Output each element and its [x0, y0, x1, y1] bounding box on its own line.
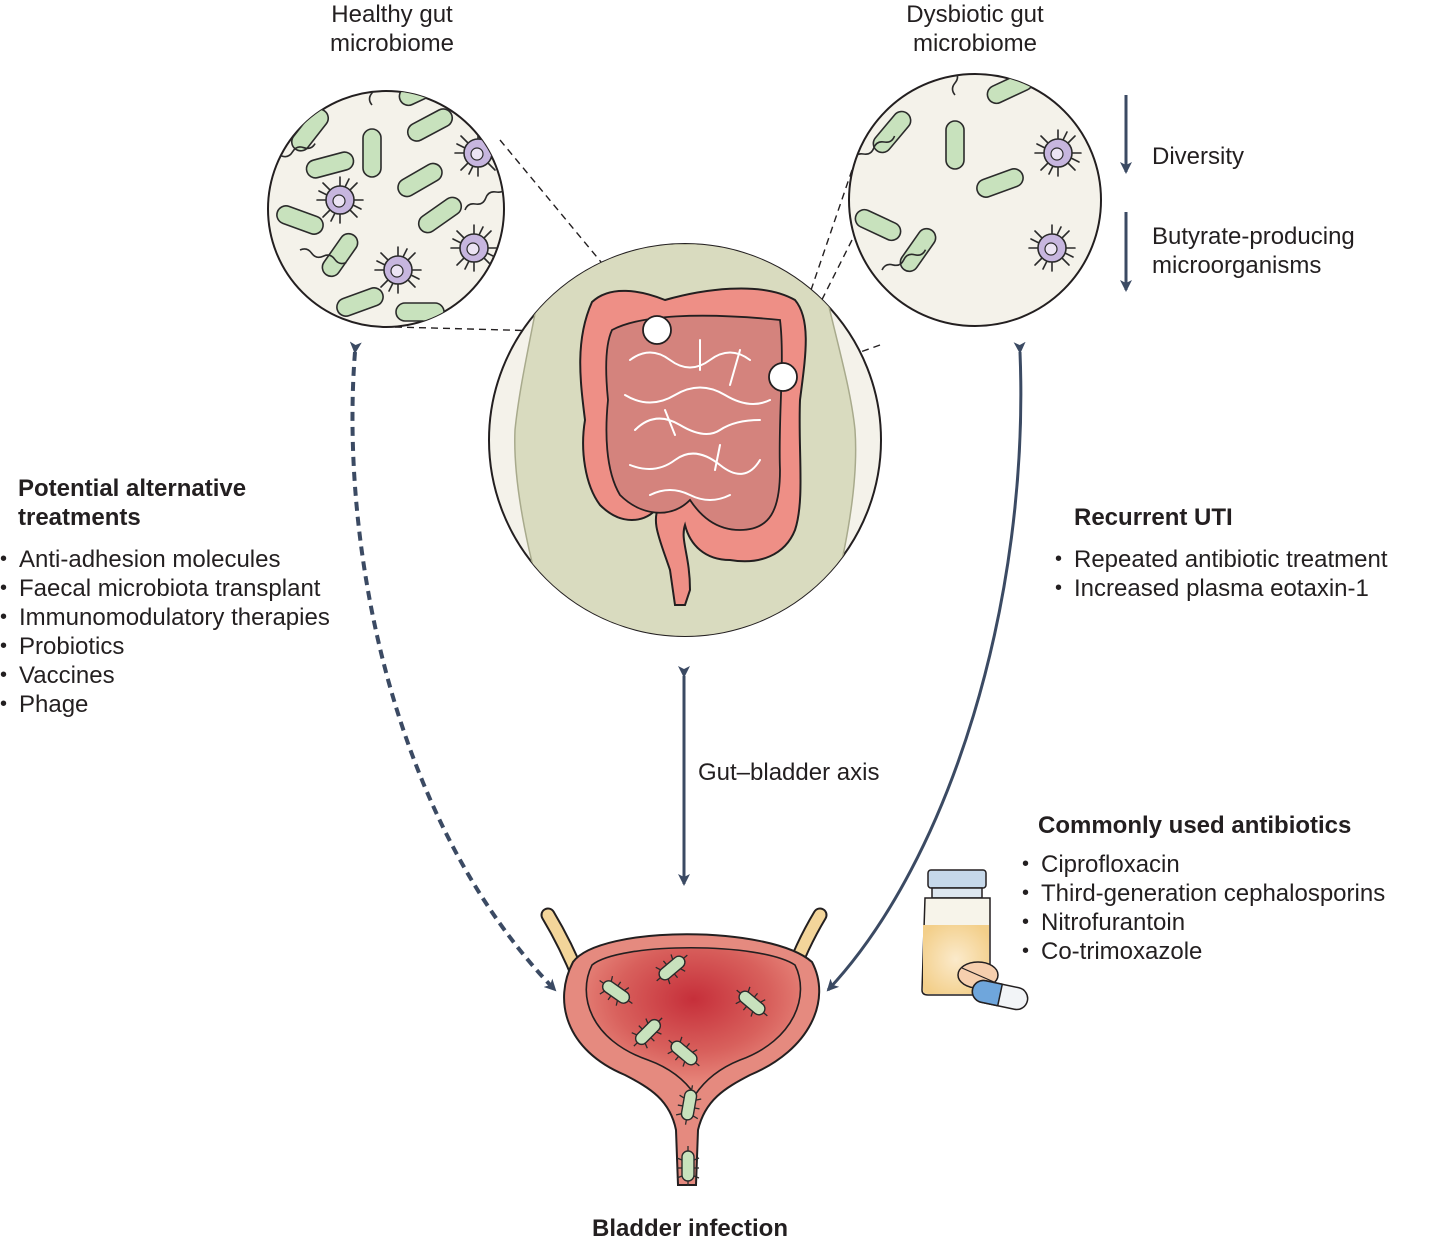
list-item: Probiotics: [0, 632, 330, 661]
capsule-icon: [971, 979, 1029, 1011]
list-item: Third-generation cephalosporins: [1022, 879, 1385, 908]
gut-colon-circle: [488, 243, 882, 637]
list-item: Anti-adhesion molecules: [0, 545, 330, 574]
list-item: Immunomodulatory therapies: [0, 603, 330, 632]
change-diversity: Diversity: [1152, 143, 1245, 170]
healthy-title: Healthy gut microbiome: [329, 1, 455, 57]
list-item: Nitrofurantoin: [1022, 908, 1385, 937]
treatment-arrow: [349, 341, 557, 992]
gut-bladder-axis-label: Gut–bladder axis: [698, 759, 880, 786]
alternative-treatments-list: Anti-adhesion molecules Faecal microbiot…: [0, 545, 330, 719]
list-item: Increased plasma eotaxin-1: [1055, 574, 1388, 603]
sample-site-marker: [768, 362, 798, 392]
change-butyrate: Butyrate-producing microorganisms: [1152, 223, 1355, 279]
bladder-infection-label: Bladder infection: [591, 1215, 789, 1242]
antibiotics-list: Ciprofloxacin Third-generation cephalosp…: [1022, 850, 1385, 966]
antibiotics-heading: Commonly used antibiotics: [1038, 812, 1352, 839]
sample-site-marker: [642, 315, 672, 345]
list-item: Repeated antibiotic treatment: [1055, 545, 1388, 574]
list-item: Faecal microbiota transplant: [0, 574, 330, 603]
bladder-illustration: [540, 907, 828, 1187]
list-item: Ciprofloxacin: [1022, 850, 1385, 879]
alternative-treatments-heading: Potential alternative treatments: [18, 475, 247, 531]
dysbiotic-title: Dysbiotic gut microbiome: [906, 1, 1044, 57]
healthy-microbiome-circle: [267, 90, 505, 328]
dysbiotic-microbiome-circle: [848, 73, 1102, 327]
list-item: Phage: [0, 690, 330, 719]
recurrent-uti-list: Repeated antibiotic treatment Increased …: [1055, 545, 1388, 603]
recurrent-uti-heading: Recurrent UTI: [1074, 504, 1233, 531]
list-item: Vaccines: [0, 661, 330, 690]
recurrent-uti-arrow: [826, 341, 1026, 992]
list-item: Co-trimoxazole: [1022, 937, 1385, 966]
